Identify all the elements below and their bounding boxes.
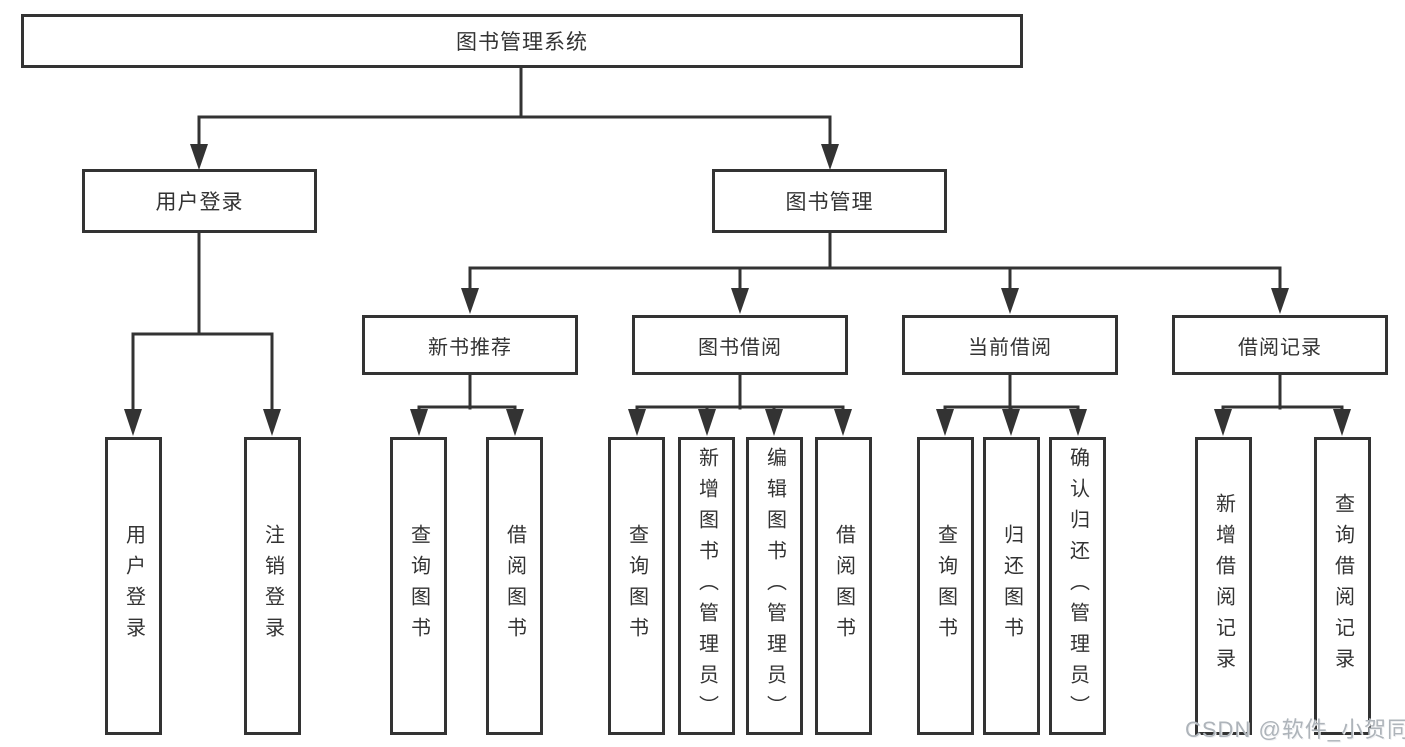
node-book-management-label: 图书管理 (785, 191, 874, 214)
node-user-login: 用户登录 (82, 169, 317, 233)
arrowhead-icon (410, 409, 428, 436)
node-book-borrow-label: 图书借阅 (698, 336, 782, 359)
leaf-add-book-admin: 新增图书（管理员） (678, 437, 735, 735)
node-borrow-records: 借阅记录 (1172, 315, 1388, 375)
node-new-book-recommend-label: 新书推荐 (428, 336, 512, 359)
node-root: 图书管理系统 (21, 14, 1023, 68)
leaf-return-books-label: 归还图书 (1000, 524, 1023, 648)
node-current-borrow-label: 当前借阅 (968, 336, 1052, 359)
arrowhead-icon (1333, 409, 1351, 436)
leaf-edit-book-admin-label: 编辑图书（管理员） (763, 446, 786, 726)
leaf-user-login: 用户登录 (105, 437, 162, 735)
node-root-label: 图书管理系统 (456, 31, 588, 54)
leaf-borrow-books-recommend-label: 借阅图书 (503, 524, 526, 648)
node-current-borrow: 当前借阅 (902, 315, 1118, 375)
leaf-query-borrow-record: 查询借阅记录 (1314, 437, 1371, 735)
leaf-borrow-books-borrow-label: 借阅图书 (832, 524, 855, 648)
leaf-borrow-books-recommend: 借阅图书 (486, 437, 543, 735)
arrowhead-icon (1271, 288, 1289, 314)
arrowhead-icon (821, 144, 839, 170)
leaf-logout: 注销登录 (244, 437, 301, 735)
node-book-management: 图书管理 (712, 169, 947, 233)
arrowhead-icon (190, 144, 208, 170)
leaf-query-books-recommend: 查询图书 (390, 437, 447, 735)
arrowhead-icon (936, 409, 954, 436)
node-book-borrow: 图书借阅 (632, 315, 848, 375)
leaf-query-books-borrow-label: 查询图书 (625, 524, 648, 648)
leaf-add-borrow-record-label: 新增借阅记录 (1212, 493, 1235, 679)
csdn-watermark: CSDN @软件_小贺同学 (1185, 717, 1405, 742)
leaf-query-books-current: 查询图书 (917, 437, 974, 735)
arrowhead-icon (1214, 409, 1232, 436)
leaf-return-books: 归还图书 (983, 437, 1040, 735)
arrowhead-icon (765, 409, 783, 436)
leaf-query-borrow-record-label: 查询借阅记录 (1331, 493, 1354, 679)
arrowhead-icon (834, 409, 852, 436)
node-borrow-records-label: 借阅记录 (1238, 336, 1322, 359)
leaf-confirm-return-admin-label: 确认归还（管理员） (1066, 446, 1089, 726)
leaf-user-login-label: 用户登录 (122, 524, 145, 648)
leaf-query-books-recommend-label: 查询图书 (407, 524, 430, 648)
arrowhead-icon (698, 409, 716, 436)
arrowhead-icon (628, 409, 646, 436)
arrowhead-icon (731, 288, 749, 314)
arrowhead-icon (124, 409, 142, 436)
arrowhead-icon (263, 409, 281, 436)
node-new-book-recommend: 新书推荐 (362, 315, 578, 375)
leaf-query-books-borrow: 查询图书 (608, 437, 665, 735)
arrowhead-icon (1069, 409, 1087, 436)
leaf-add-borrow-record: 新增借阅记录 (1195, 437, 1252, 735)
arrowhead-icon (1002, 409, 1020, 436)
arrowhead-icon (461, 288, 479, 314)
leaf-add-book-admin-label: 新增图书（管理员） (695, 446, 718, 726)
leaf-confirm-return-admin: 确认归还（管理员） (1049, 437, 1106, 735)
leaf-borrow-books-borrow: 借阅图书 (815, 437, 872, 735)
node-user-login-label: 用户登录 (155, 191, 244, 214)
leaf-edit-book-admin: 编辑图书（管理员） (746, 437, 803, 735)
leaf-query-books-current-label: 查询图书 (934, 524, 957, 648)
leaf-logout-label: 注销登录 (261, 524, 284, 648)
arrowhead-icon (1001, 288, 1019, 314)
arrowhead-icon (506, 409, 524, 436)
